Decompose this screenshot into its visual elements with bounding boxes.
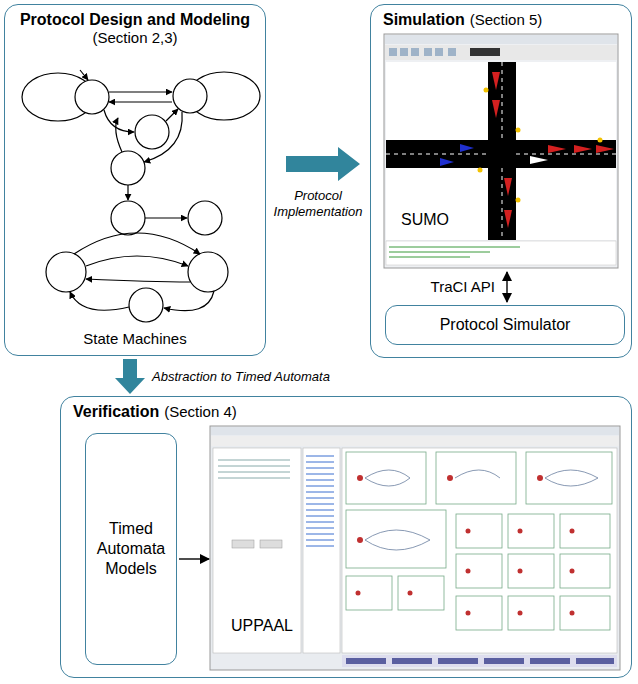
panel-title: Protocol Design and Modeling — [5, 11, 265, 29]
connector-arrow — [506, 272, 507, 302]
process-box: Protocol Simulator — [385, 305, 625, 345]
simulation-panel: Simulation (Section 5) SUMO Protocol Simula… — [370, 4, 632, 358]
state-machine — [22, 70, 260, 235]
figure-caption: State Machines — [5, 330, 265, 347]
uppaal-window: UPPAAL — [211, 427, 621, 671]
box-label: Protocol Simulator — [440, 315, 571, 335]
section-ref: (Section 5) — [470, 11, 543, 28]
flow-arrow — [286, 147, 360, 181]
uppaal-screenshot — [210, 426, 620, 670]
flow-arrow — [115, 359, 145, 394]
tool-name: SUMO — [401, 211, 449, 229]
design-panel: Protocol Design and Modeling(Section 2,3… — [4, 4, 266, 356]
tool-name: UPPAAL — [231, 617, 293, 635]
panel-title: Verification — [73, 403, 159, 420]
panel-title: Simulation — [383, 11, 465, 28]
section-ref: (Section 4) — [164, 403, 237, 420]
edge-label: TraCI API — [395, 278, 495, 296]
sumo-window: SUMO — [385, 35, 619, 269]
box-label: Timed Automata Models — [92, 519, 170, 579]
connector-arrow — [179, 558, 209, 559]
process-box: Timed Automata Models — [85, 433, 177, 665]
sumo-screenshot — [384, 34, 618, 268]
verification-panel: Verification (Section 4) Timed Automata Mo… — [60, 396, 632, 678]
section-ref: (Section 2,3) — [5, 29, 265, 46]
state-machine — [46, 233, 228, 322]
edge-label: Protocol Implementation — [268, 188, 368, 219]
edge-label: Abstraction to Timed Automata — [152, 369, 372, 385]
